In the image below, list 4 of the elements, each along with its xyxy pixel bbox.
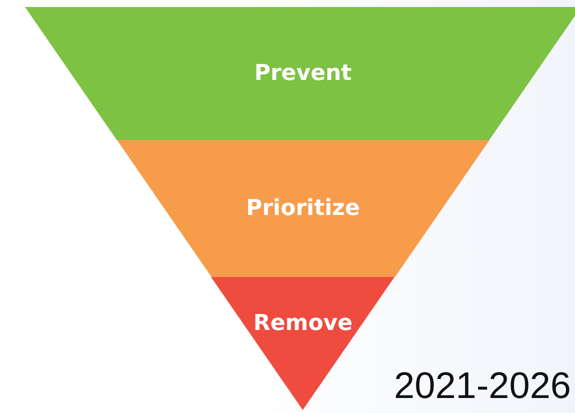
band-label: Remove: [253, 311, 353, 336]
year-range-label: 2021-2026: [394, 365, 571, 407]
band-label: Prioritize: [246, 196, 360, 221]
band-label: Prevent: [254, 61, 352, 86]
